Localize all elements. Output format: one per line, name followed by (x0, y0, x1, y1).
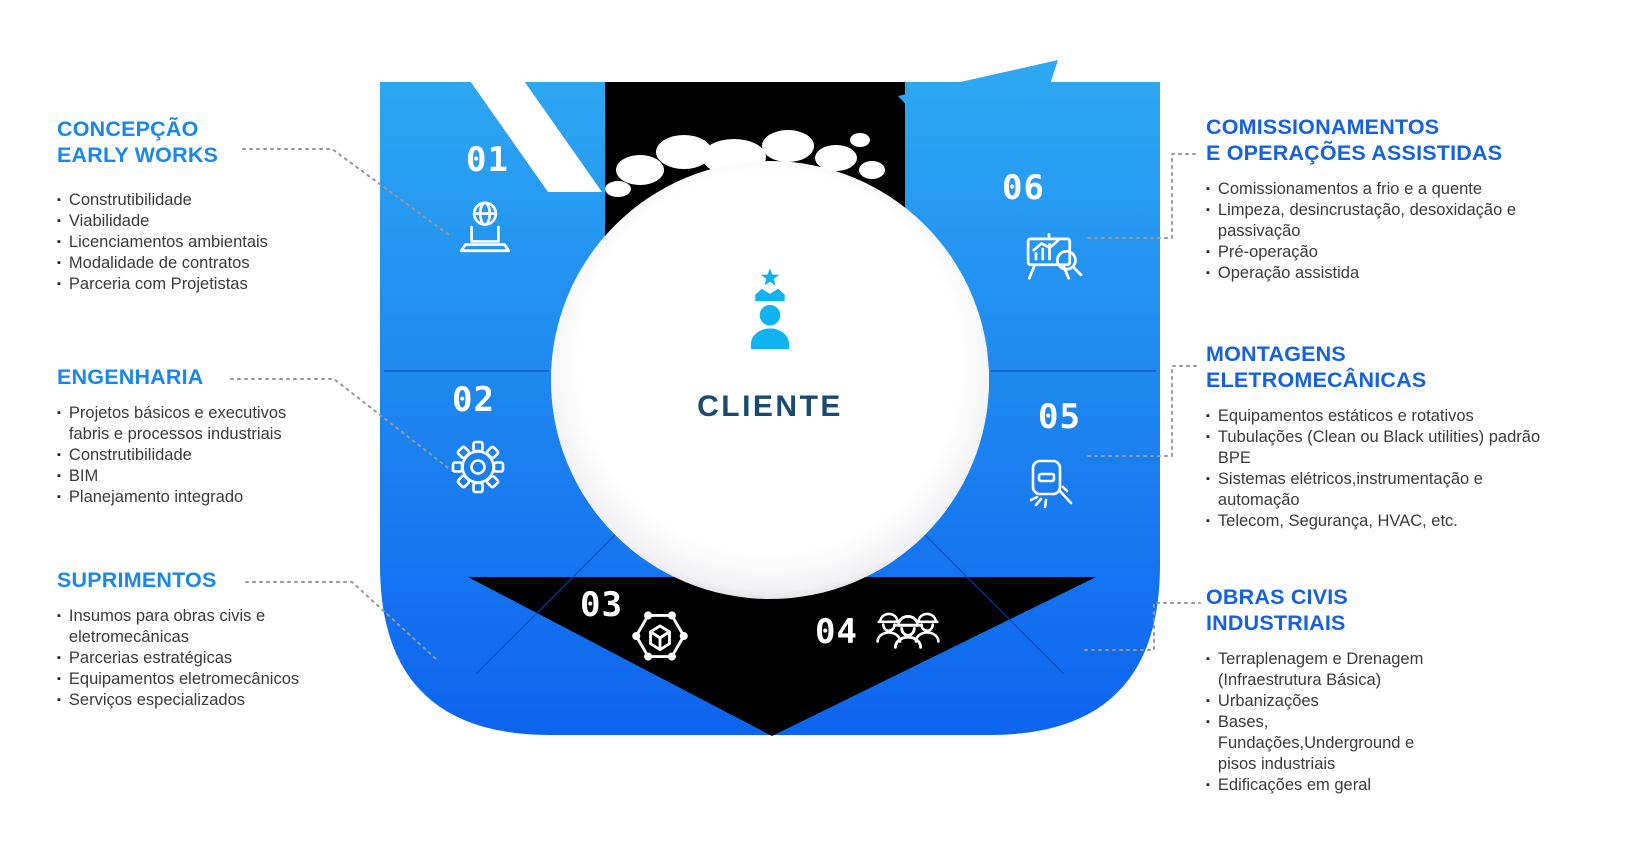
presentation-chart-magnifier-icon (1018, 222, 1090, 294)
service-item: Edificações em geral (1206, 775, 1448, 796)
service-title: CONCEPÇÃO EARLY WORKS (57, 117, 219, 167)
segment-03-number: 03 (580, 585, 623, 625)
ring-shape (380, 82, 1160, 735)
service-item: Insumos para obras civis e eletromecânic… (57, 606, 319, 648)
service-item: Bases, Fundações,Underground e pisos ind… (1206, 712, 1448, 775)
service-item: Parcerias estratégicas (57, 648, 319, 669)
segment-dividers (384, 370, 1156, 675)
service-item: Planejamento integrado (57, 487, 325, 508)
arrow-tail-gap (468, 78, 602, 192)
welding-mask-icon (1016, 450, 1080, 514)
service-block-comissionamentos: COMISSIONAMENTOS E OPERAÇÕES ASSISTIDAS … (1206, 114, 1554, 284)
service-item: Equipamentos eletromecânicos (57, 669, 319, 690)
service-item: Terraplenagem e Drenagem (Infraestrutura… (1206, 649, 1448, 691)
service-title: OBRAS CIVIS INDUSTRIAIS (1206, 585, 1348, 635)
service-item-list: Insumos para obras civis e eletromecânic… (57, 606, 319, 711)
segment-02-number: 02 (452, 380, 495, 420)
service-item: Licenciamentos ambientais (57, 232, 329, 253)
service-item: Parceria com Projetistas (57, 274, 329, 295)
service-title: COMISSIONAMENTOS E OPERAÇÕES ASSISTIDAS (1206, 115, 1503, 165)
service-item-list: Terraplenagem e Drenagem (Infraestrutura… (1206, 649, 1448, 796)
service-item: Construtibilidade (57, 190, 329, 211)
service-item: Projetos básicos e executivos fabris e p… (57, 403, 325, 445)
service-item: Pré-operação (1206, 242, 1554, 263)
service-block-suprimentos: SUPRIMENTOS Insumos para obras civis e e… (57, 567, 319, 711)
segment-06-number: 06 (1002, 168, 1045, 208)
service-item: Comissionamentos a frio e a quente (1206, 179, 1554, 200)
service-item: Construtibilidade (57, 445, 325, 466)
service-item: Urbanizações (1206, 691, 1448, 712)
service-item: BIM (57, 466, 325, 487)
gear-icon (446, 434, 510, 498)
service-block-montagens: MONTAGENS ELETROMECÂNICAS Equipamentos e… (1206, 341, 1554, 532)
service-block-concepcao-early-works: CONCEPÇÃO EARLY WORKS ConstrutibilidadeV… (57, 116, 329, 295)
center-client-label: CLIENTE (697, 390, 843, 423)
service-item: Tubulações (Clean ou Black utilities) pa… (1206, 427, 1554, 469)
service-item-list: Projetos básicos e executivos fabris e p… (57, 403, 325, 508)
client-crown-star-icon (723, 266, 817, 360)
service-item: Equipamentos estáticos e rotativos (1206, 406, 1554, 427)
service-item-list: ConstrutibilidadeViabilidadeLicenciament… (57, 190, 329, 295)
segment-05-number: 05 (1038, 397, 1081, 437)
service-item-list: Comissionamentos a frio e a quenteLimpez… (1206, 179, 1554, 284)
laptop-globe-icon (452, 193, 518, 259)
bottom-dark-wedge (468, 577, 1096, 736)
service-item: Limpeza, desincrustação, desoxidação e p… (1206, 200, 1554, 242)
service-item: Operação assistida (1206, 263, 1554, 284)
service-title: SUPRIMENTOS (57, 568, 217, 592)
dotted-connectors (230, 148, 1201, 660)
service-title: ENGENHARIA (57, 365, 204, 389)
arrow-head-icon (898, 60, 1058, 214)
service-item: Sistemas elétricos,instrumentação e auto… (1206, 469, 1554, 511)
service-item: Viabilidade (57, 211, 329, 232)
service-title: MONTAGENS ELETROMECÂNICAS (1206, 342, 1427, 392)
service-item: Modalidade de contratos (57, 253, 329, 274)
service-block-engenharia: ENGENHARIA Projetos básicos e executivos… (57, 364, 325, 508)
service-item-list: Equipamentos estáticos e rotativosTubula… (1206, 406, 1554, 532)
segment-04-number: 04 (815, 612, 858, 652)
center-hub (551, 161, 989, 599)
workers-team-icon (868, 592, 948, 664)
service-item: Serviços especializados (57, 690, 319, 711)
service-item: Telecom, Segurança, HVAC, etc. (1206, 511, 1554, 532)
segment-01-number: 01 (466, 140, 509, 180)
supply-network-box-icon (622, 598, 698, 674)
service-block-obras-civis: OBRAS CIVIS INDUSTRIAIS Terraplenagem e … (1206, 584, 1448, 796)
